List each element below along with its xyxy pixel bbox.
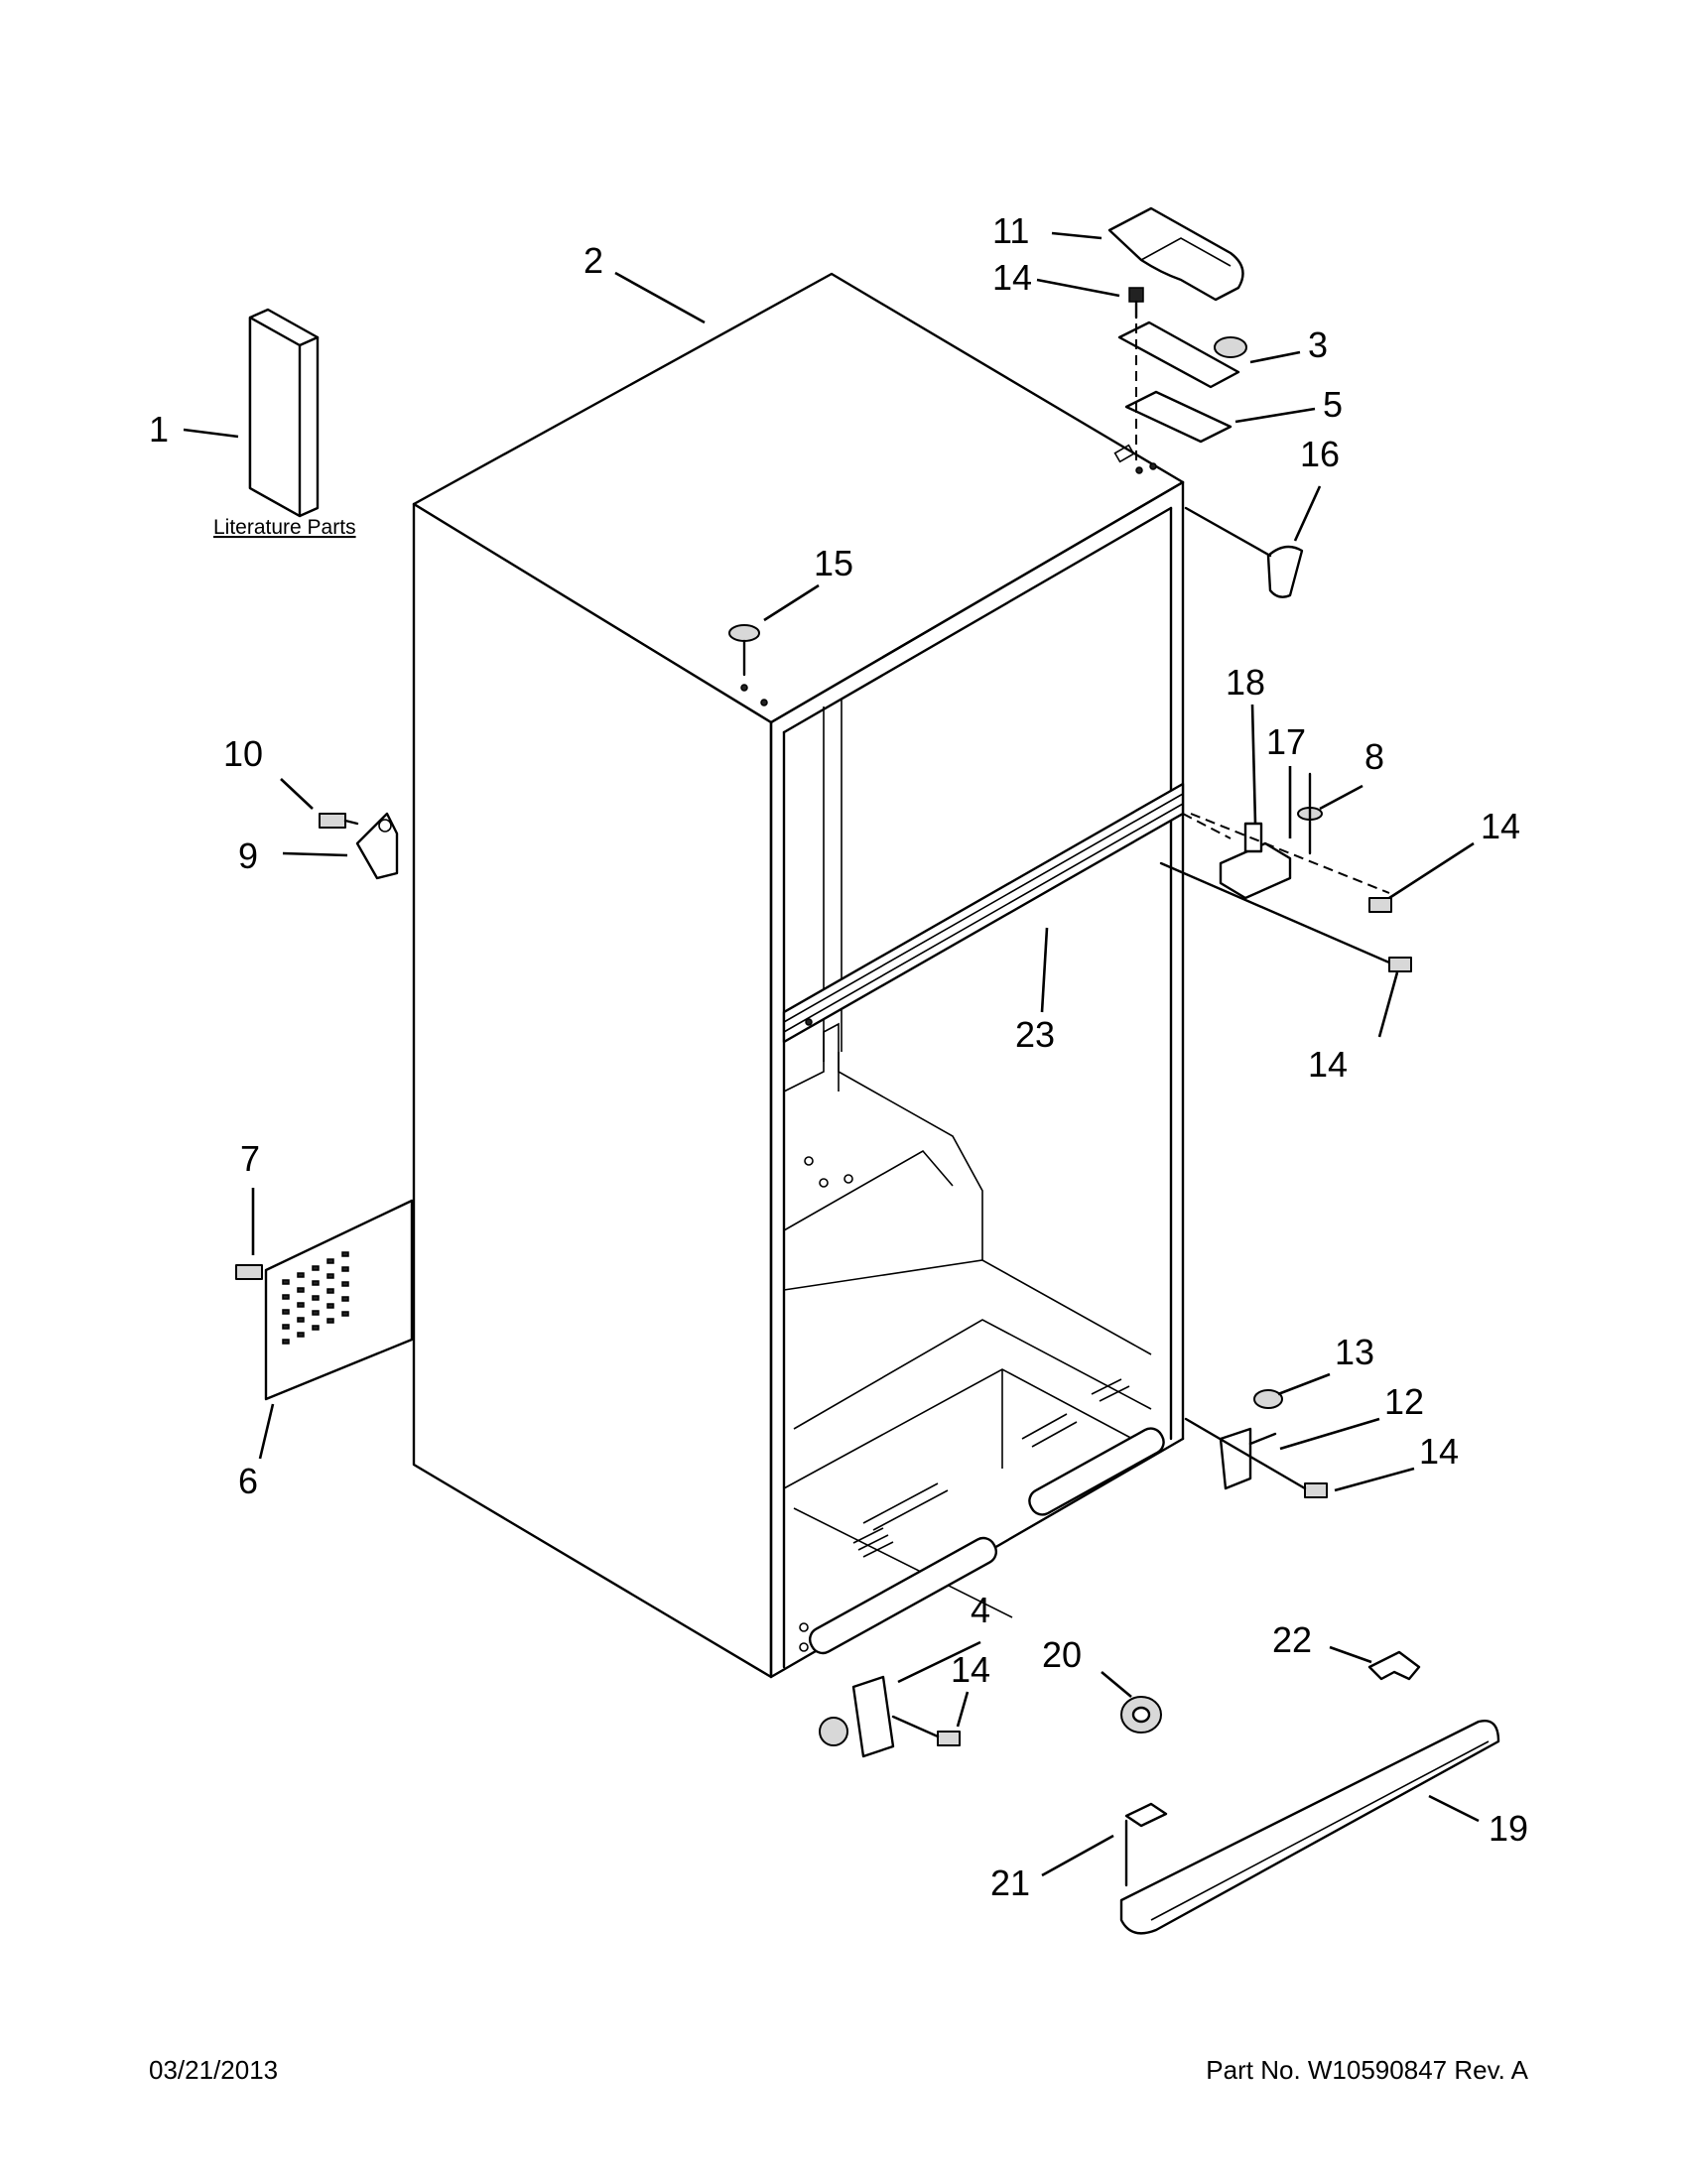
- top-hinge: [1117, 287, 1247, 466]
- footer-part-number: Part No. W10590847 Rev. A: [1206, 2055, 1528, 2085]
- callout-8: 8: [1364, 736, 1384, 777]
- callout-9: 9: [238, 835, 258, 876]
- literature-book: [248, 308, 320, 518]
- callout-labels: 1 2 3 4 5 6 7 8 9 10 11 12 13 14 14 14 1…: [149, 210, 1528, 1903]
- access-panel: [235, 1199, 414, 1401]
- hinge-cap: [1184, 506, 1304, 598]
- callout-6: 6: [238, 1461, 258, 1501]
- callout-19: 19: [1489, 1808, 1528, 1849]
- footer: 03/21/2013 Part No. W10590847 Rev. A: [149, 2055, 1529, 2085]
- grille-bracket: [1124, 1802, 1168, 1887]
- callout-22: 22: [1272, 1619, 1312, 1660]
- callout-14-top: 14: [992, 257, 1032, 298]
- callout-14-bottom-hinge: 14: [1419, 1431, 1459, 1472]
- cabinet-body: [412, 272, 1185, 1679]
- callout-23: 23: [1015, 1014, 1055, 1055]
- leader-arrows: [183, 231, 1480, 1877]
- roller-wheel: [1120, 1696, 1162, 1734]
- callout-13: 13: [1335, 1332, 1374, 1372]
- callout-17: 17: [1266, 721, 1306, 762]
- callout-5: 5: [1323, 384, 1343, 425]
- callout-1: 1: [149, 409, 169, 450]
- grille-clip: [1367, 1650, 1421, 1681]
- callout-10: 10: [223, 733, 263, 774]
- callout-2: 2: [584, 240, 603, 281]
- left-hinge-bracket: [319, 812, 399, 880]
- callout-18: 18: [1226, 662, 1265, 703]
- callout-14-center-upper: 14: [1481, 806, 1520, 846]
- hinge-cover: [1107, 206, 1244, 302]
- roller-bracket: [819, 1675, 961, 1758]
- base-grille: [1119, 1720, 1500, 1935]
- callout-12: 12: [1384, 1381, 1424, 1422]
- bottom-hinge: [1184, 1389, 1328, 1498]
- callout-7: 7: [240, 1138, 260, 1179]
- callout-14-roller: 14: [951, 1649, 990, 1690]
- footer-date: 03/21/2013: [149, 2055, 278, 2085]
- callout-15: 15: [814, 543, 853, 583]
- center-hinge: [1159, 772, 1412, 972]
- top-plug: [728, 624, 760, 677]
- callout-11: 11: [992, 210, 1029, 251]
- literature-parts-label: Literature Parts: [213, 516, 356, 539]
- callout-3: 3: [1308, 324, 1328, 365]
- callout-4: 4: [971, 1590, 990, 1630]
- callout-20: 20: [1042, 1634, 1082, 1675]
- divider-mullion: [782, 782, 1232, 1044]
- callout-21: 21: [990, 1863, 1030, 1903]
- callout-16: 16: [1300, 434, 1340, 474]
- callout-14-center-lower: 14: [1308, 1044, 1348, 1085]
